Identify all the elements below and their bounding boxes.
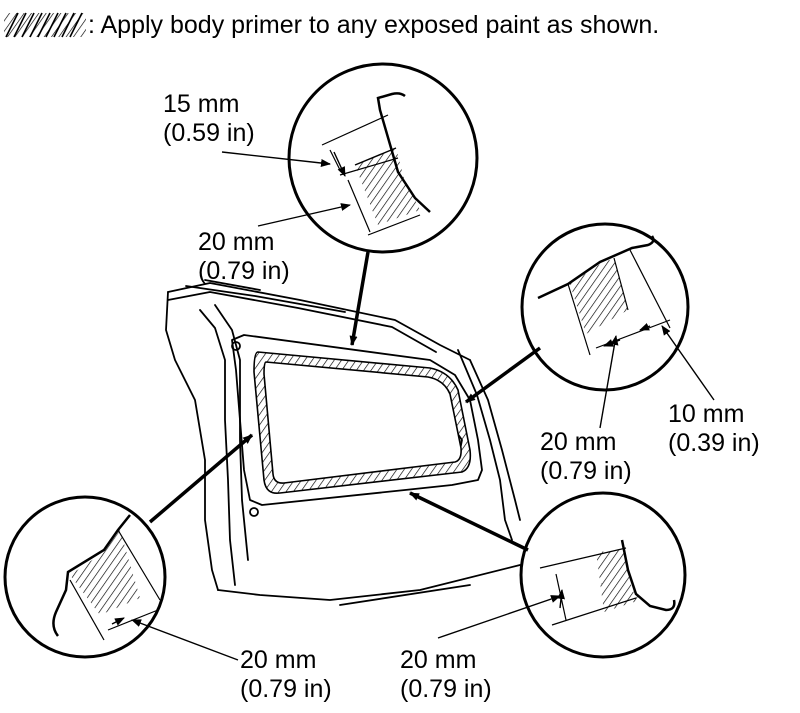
callout-top-inch: (0.59 in) bbox=[163, 119, 255, 147]
detail-circle-bottom-right bbox=[519, 491, 687, 659]
dimension-pointers bbox=[111, 151, 715, 661]
leader-arrow-right bbox=[464, 346, 542, 404]
leader-arrow-bottom-left bbox=[148, 433, 254, 524]
callout-bottom-left-mm: 20 mm bbox=[240, 646, 317, 674]
leader-arrow-bottom-right bbox=[409, 491, 529, 552]
detail-circle-right bbox=[520, 222, 690, 392]
callout-top-lower-mm: 20 mm bbox=[198, 228, 275, 256]
pointer-20mm-bottom-right bbox=[437, 595, 561, 639]
pointer-10mm-right bbox=[661, 325, 715, 401]
leader-arrow-top bbox=[349, 251, 370, 346]
callout-right-inner-mm: 20 mm bbox=[540, 428, 617, 456]
vehicle-quarter-panel bbox=[165, 279, 521, 606]
leader-arrows bbox=[148, 251, 542, 552]
callout-right-inner-inch: (0.79 in) bbox=[540, 457, 632, 485]
window-flange-primer-area bbox=[253, 351, 472, 495]
detail-circle-bottom-left bbox=[3, 495, 167, 659]
callout-top-lower-inch: (0.79 in) bbox=[198, 257, 290, 285]
callout-right-outer-inch: (0.39 in) bbox=[668, 429, 760, 457]
diagonal-hatch-swatch-icon bbox=[4, 12, 86, 38]
callout-right-outer-mm: 10 mm bbox=[668, 400, 745, 428]
legend: : Apply body primer to any exposed paint… bbox=[4, 8, 659, 42]
legend-text: : Apply body primer to any exposed paint… bbox=[88, 10, 660, 39]
callout-bottom-right-mm: 20 mm bbox=[400, 646, 477, 674]
detail-circle-top bbox=[287, 62, 479, 254]
pointer-20mm-right bbox=[599, 335, 619, 429]
callout-bottom-left-inch: (0.79 in) bbox=[240, 675, 332, 703]
pointer-20mm-top bbox=[257, 203, 351, 227]
pointer-20mm-bottom-left bbox=[131, 619, 239, 661]
callout-top-mm: 15 mm bbox=[163, 90, 240, 118]
callout-bottom-right-inch: (0.79 in) bbox=[400, 675, 492, 703]
pointer-15mm bbox=[221, 151, 331, 167]
